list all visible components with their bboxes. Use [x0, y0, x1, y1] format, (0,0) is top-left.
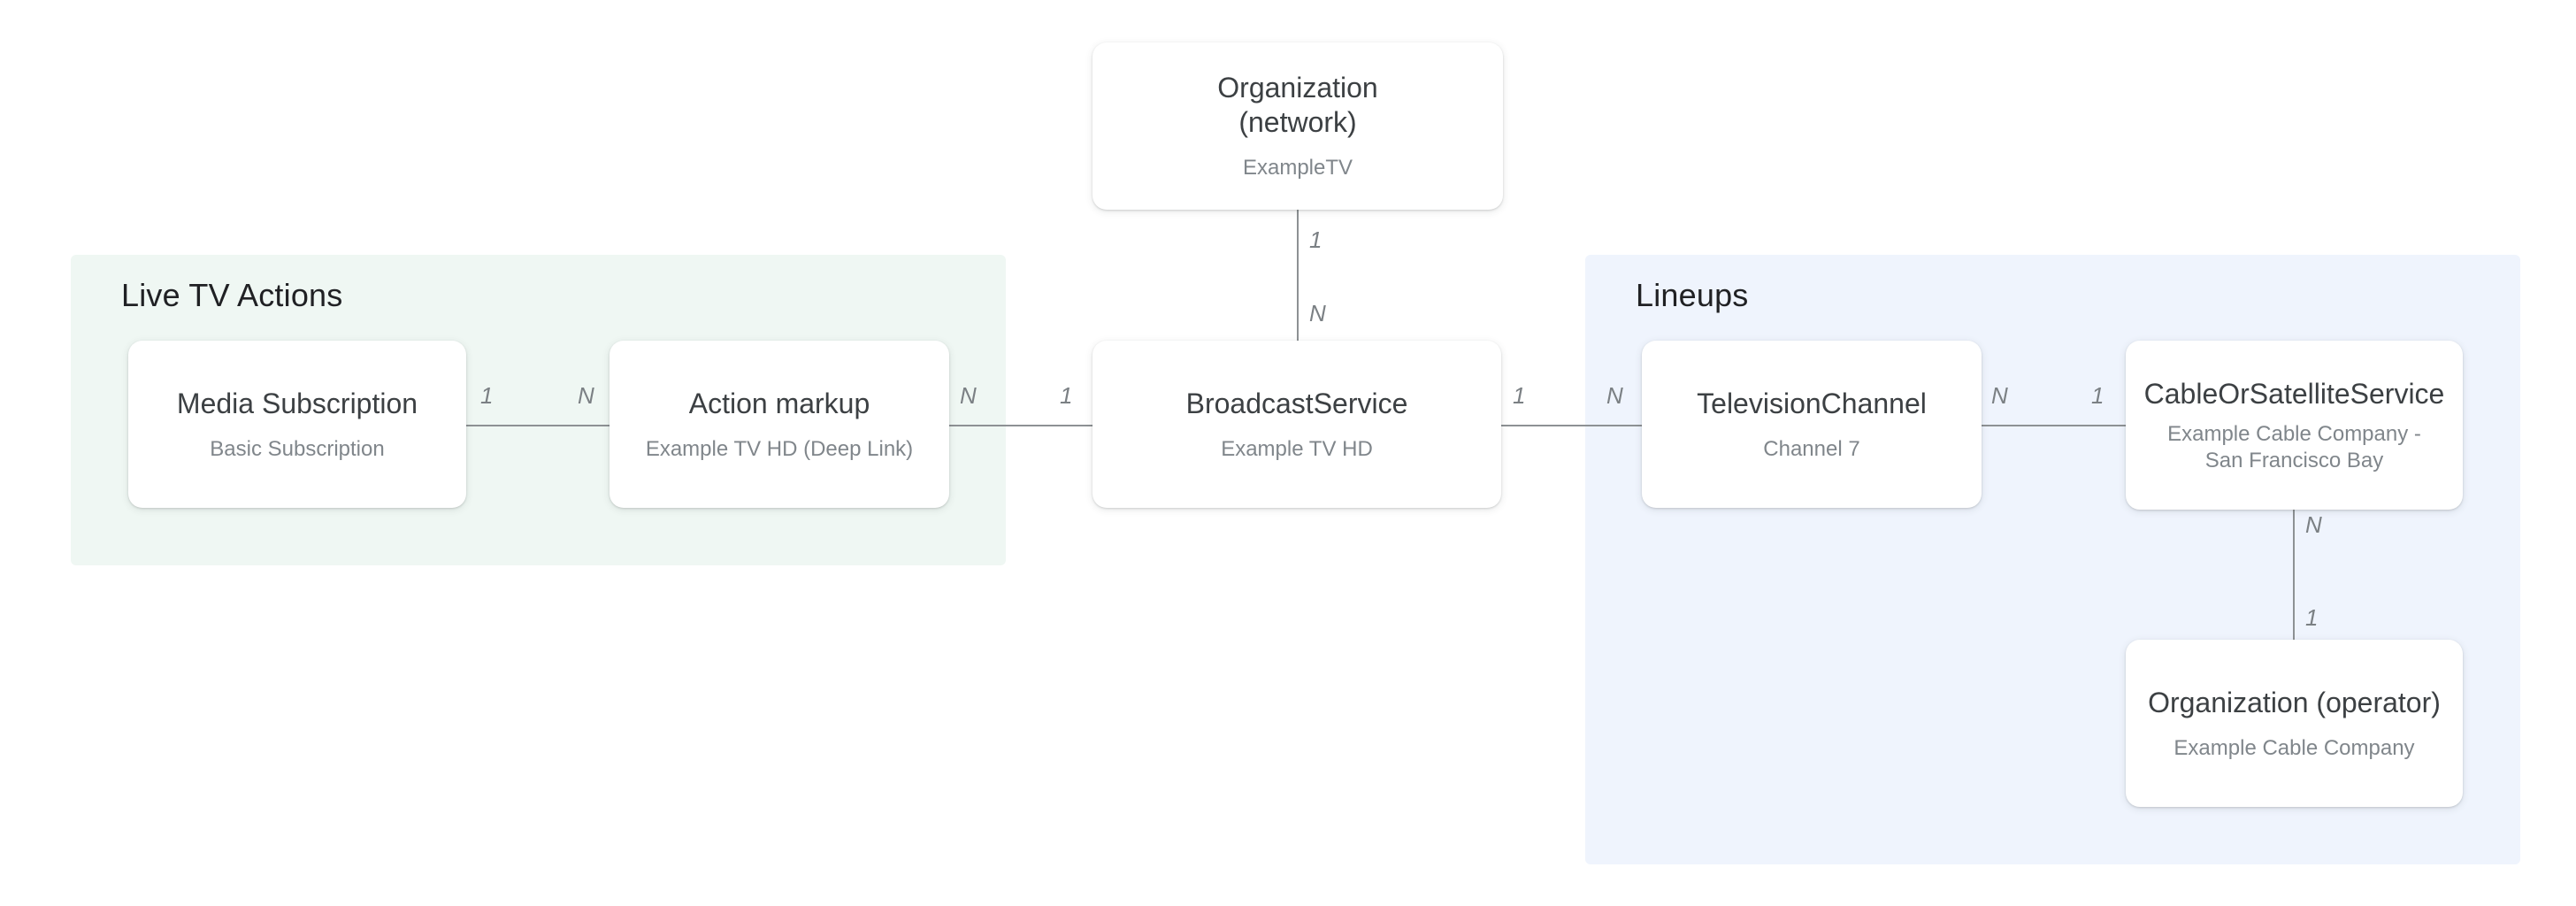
cardinality-broadcast-service-top: N [1309, 300, 1326, 326]
cardinality-television-channel-right: N [1991, 382, 2008, 409]
node-action-markup[interactable]: Action markup Example TV HD (Deep Link) [610, 341, 949, 508]
node-organization-network[interactable]: Organization (network) ExampleTV [1092, 42, 1503, 210]
cardinality-cable-or-satellite-bottom: N [2305, 511, 2322, 538]
node-action-markup-subtitle: Example TV HD (Deep Link) [645, 437, 914, 462]
node-television-channel-subtitle: Channel 7 [1763, 437, 1860, 462]
node-television-channel-title: TelevisionChannel [1697, 387, 1927, 419]
cardinality-television-channel-left: N [1606, 382, 1623, 409]
node-organization-network-subtitle: ExampleTV [1242, 156, 1353, 180]
cardinality-organization-network-bottom: 1 [1309, 226, 1322, 253]
edge-action-markup-to-broadcast-service [949, 425, 1093, 426]
node-cable-or-satellite-service[interactable]: CableOrSatelliteService Example Cable Co… [2126, 341, 2463, 510]
node-cable-or-satellite-service-subtitle: Example Cable Company - San Francisco Ba… [2167, 422, 2421, 472]
cardinality-broadcast-service-right: 1 [1513, 382, 1526, 409]
node-broadcast-service-subtitle: Example TV HD [1221, 437, 1373, 462]
cardinality-action-markup-left: N [578, 382, 594, 409]
node-organization-network-title: Organization (network) [1217, 72, 1378, 138]
edge-broadcast-service-to-television-channel [1501, 425, 1642, 426]
edge-organization-network-to-broadcast-service [1297, 210, 1299, 342]
group-live-tv-actions-title: Live TV Actions [121, 277, 343, 313]
node-broadcast-service[interactable]: BroadcastService Example TV HD [1092, 341, 1501, 508]
edge-television-channel-to-cable-or-satellite [1982, 425, 2126, 426]
group-lineups-title: Lineups [1636, 277, 1749, 313]
node-broadcast-service-title: BroadcastService [1185, 387, 1408, 419]
node-media-subscription[interactable]: Media Subscription Basic Subscription [128, 341, 466, 508]
node-media-subscription-subtitle: Basic Subscription [210, 437, 385, 462]
node-organization-operator-title: Organization (operator) [2148, 686, 2441, 718]
node-cable-or-satellite-service-title: CableOrSatelliteService [2143, 378, 2445, 411]
node-organization-operator[interactable]: Organization (operator) Example Cable Co… [2126, 640, 2463, 807]
edge-cable-or-satellite-to-organization-operator [2293, 510, 2295, 640]
cardinality-broadcast-service-left: 1 [1060, 382, 1073, 409]
edge-media-subscription-to-action-markup [466, 425, 610, 426]
cardinality-organization-operator-top: 1 [2305, 604, 2319, 631]
cardinality-cable-or-satellite-left: 1 [2091, 382, 2104, 409]
node-media-subscription-title: Media Subscription [176, 387, 418, 419]
node-action-markup-title: Action markup [688, 387, 870, 419]
node-organization-operator-subtitle: Example Cable Company [2174, 736, 2415, 761]
cardinality-media-subscription-right: 1 [480, 382, 494, 409]
node-television-channel[interactable]: TelevisionChannel Channel 7 [1642, 341, 1982, 508]
cardinality-action-markup-right: N [960, 382, 977, 409]
